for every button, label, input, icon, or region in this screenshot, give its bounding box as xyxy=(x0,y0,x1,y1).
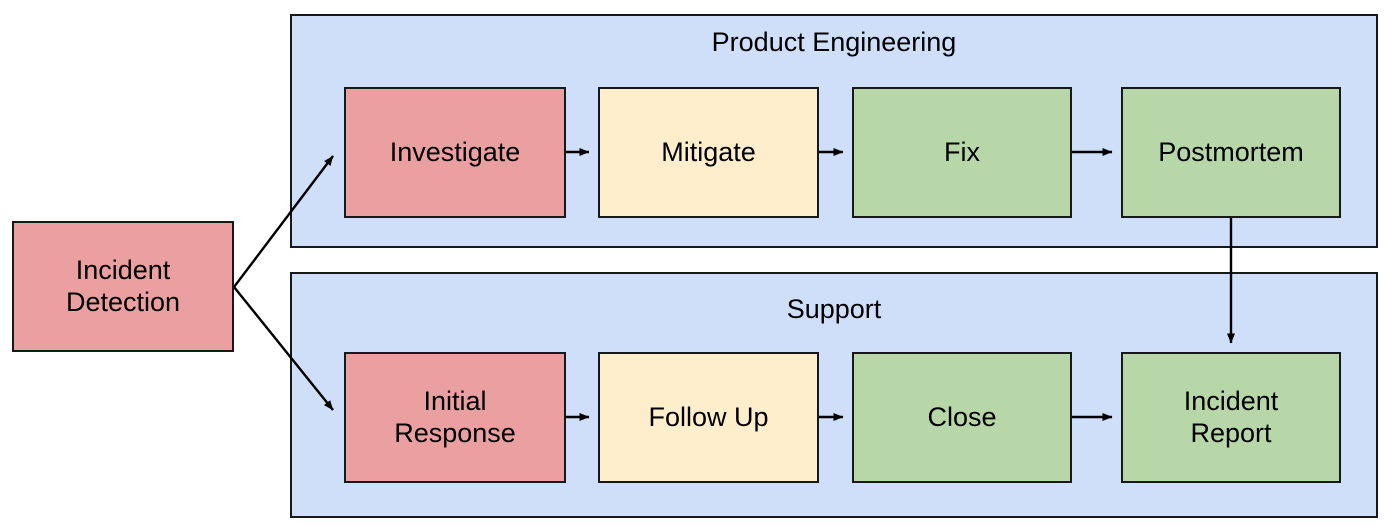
lane-title-product-engineering: Product Engineering xyxy=(711,27,957,57)
node-follow-up[interactable]: Follow Up xyxy=(598,352,819,483)
node-mitigate[interactable]: Mitigate xyxy=(598,87,819,218)
node-incident-report[interactable]: Incident Report xyxy=(1121,352,1341,483)
node-initial-response[interactable]: Initial Response xyxy=(344,352,566,483)
node-close[interactable]: Close xyxy=(852,352,1072,483)
node-label-mitigate: Mitigate xyxy=(661,136,756,167)
node-label-initial-response: Initial Response xyxy=(394,385,516,448)
node-investigate[interactable]: Investigate xyxy=(344,87,566,218)
node-label-close: Close xyxy=(927,401,997,432)
node-incident-detection[interactable]: Incident Detection xyxy=(12,221,234,352)
node-label-postmortem: Postmortem xyxy=(1158,136,1304,167)
node-label-follow-up: Follow Up xyxy=(648,401,769,432)
node-label-incident-detection: Incident Detection xyxy=(65,254,181,317)
lane-title-support: Support xyxy=(786,294,882,324)
node-fix[interactable]: Fix xyxy=(852,87,1072,218)
node-label-incident-report: Incident Report xyxy=(1183,385,1279,448)
node-postmortem[interactable]: Postmortem xyxy=(1121,87,1341,218)
node-label-investigate: Investigate xyxy=(389,136,521,167)
node-label-fix: Fix xyxy=(944,136,980,167)
